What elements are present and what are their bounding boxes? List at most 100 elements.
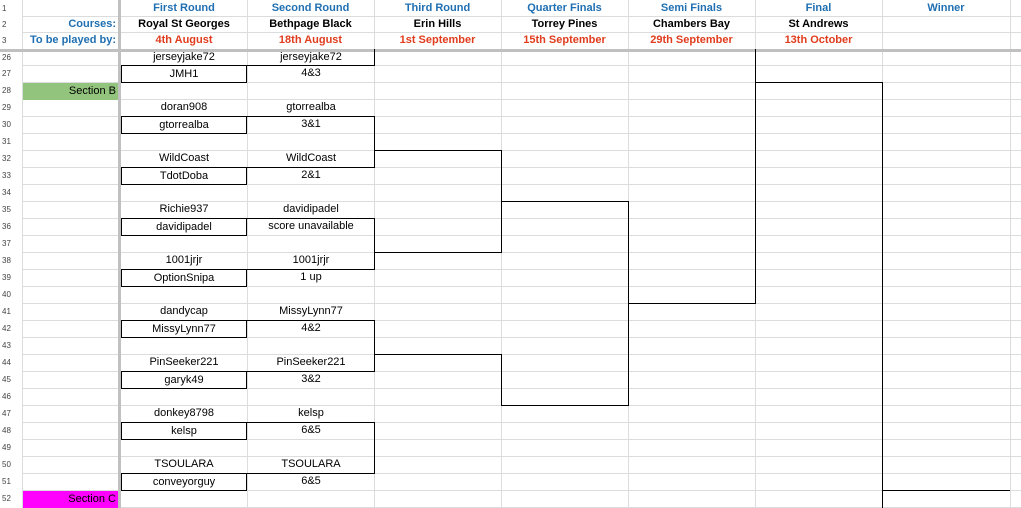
row-number[interactable]: 35: [2, 205, 11, 214]
first-round-player[interactable]: 1001jrjr: [165, 254, 203, 266]
section-b-label[interactable]: Section B: [23, 83, 118, 100]
row-number[interactable]: 28: [2, 86, 11, 95]
row-number[interactable]: 3: [2, 36, 7, 45]
second-round-winner[interactable]: 1001jrjr: [292, 254, 330, 266]
first-round-player[interactable]: OptionSnipa: [121, 269, 247, 287]
first-round-player[interactable]: garyk49: [121, 371, 247, 389]
row-number[interactable]: 40: [2, 290, 11, 299]
deadline-date[interactable]: 13th October: [784, 34, 853, 46]
round-header[interactable]: Winner: [927, 2, 965, 14]
first-round-player[interactable]: dandycap: [160, 305, 208, 317]
deadline-date[interactable]: 4th August: [155, 34, 213, 46]
second-round-winner[interactable]: TSOULARA: [281, 458, 341, 470]
row-number[interactable]: 39: [2, 273, 11, 282]
row-number[interactable]: 2: [2, 20, 7, 29]
row-number[interactable]: 52: [2, 494, 11, 503]
second-round-score[interactable]: 3&2: [301, 373, 321, 385]
first-round-player[interactable]: davidipadel: [121, 218, 247, 236]
deadline-date[interactable]: 18th August: [278, 34, 343, 46]
second-round-winner[interactable]: davidipadel: [283, 203, 339, 215]
course-name[interactable]: Erin Hills: [413, 18, 462, 30]
course-name[interactable]: Chambers Bay: [652, 18, 731, 30]
first-round-player[interactable]: MissyLynn77: [121, 320, 247, 338]
first-round-player[interactable]: Richie937: [159, 203, 209, 215]
row-number[interactable]: 51: [2, 477, 11, 486]
row-number[interactable]: 1: [2, 4, 7, 13]
second-round-winner[interactable]: kelsp: [298, 407, 324, 419]
bracket-line: [882, 490, 1010, 491]
row-number[interactable]: 31: [2, 137, 11, 146]
bracket-line: [628, 303, 756, 304]
courses-label[interactable]: Courses:: [68, 18, 116, 30]
row-number[interactable]: 36: [2, 222, 11, 231]
round-header[interactable]: First Round: [153, 2, 215, 14]
row-number[interactable]: 26: [2, 53, 11, 62]
first-round-player[interactable]: doran908: [160, 101, 208, 113]
second-round-score[interactable]: 1 up: [300, 271, 322, 283]
second-round-score[interactable]: score unavailable: [268, 220, 354, 232]
second-round-score[interactable]: 4&3: [301, 67, 321, 79]
row-number[interactable]: 42: [2, 324, 11, 333]
section-c-label[interactable]: Section C: [23, 491, 118, 508]
row-number[interactable]: 45: [2, 375, 11, 384]
row-number[interactable]: 37: [2, 239, 11, 248]
first-round-player[interactable]: TSOULARA: [154, 458, 214, 470]
round-header[interactable]: Semi Finals: [660, 2, 723, 14]
first-round-player[interactable]: JMH1: [121, 65, 247, 83]
second-round-score[interactable]: 3&1: [301, 118, 321, 130]
row-number[interactable]: 32: [2, 154, 11, 163]
course-name[interactable]: Royal St Georges: [138, 18, 230, 30]
freeze-pane-divider[interactable]: [118, 0, 121, 508]
row-number[interactable]: 49: [2, 443, 11, 452]
row-number[interactable]: 43: [2, 341, 11, 350]
second-round-score[interactable]: 6&5: [301, 475, 321, 487]
course-name[interactable]: Bethpage Black: [269, 18, 352, 30]
second-round-score[interactable]: 6&5: [301, 424, 321, 436]
first-round-player[interactable]: conveyorguy: [121, 473, 247, 491]
row-number[interactable]: 47: [2, 409, 11, 418]
second-round-score[interactable]: 4&2: [301, 322, 321, 334]
row-number[interactable]: 30: [2, 120, 11, 129]
deadline-date[interactable]: 29th September: [650, 34, 733, 46]
course-name[interactable]: Torrey Pines: [531, 18, 598, 30]
second-round-winner[interactable]: WildCoast: [285, 152, 337, 164]
round-header[interactable]: Third Round: [404, 2, 471, 14]
deadline-date[interactable]: 15th September: [523, 34, 606, 46]
first-round-player[interactable]: WildCoast: [158, 152, 210, 164]
row-number[interactable]: 33: [2, 171, 11, 180]
row-number[interactable]: 46: [2, 392, 11, 401]
row-number[interactable]: 27: [2, 69, 11, 78]
second-round-winner[interactable]: MissyLynn77: [279, 305, 343, 317]
row-number[interactable]: 48: [2, 426, 11, 435]
gridline: [0, 456, 1021, 457]
first-round-player[interactable]: PinSeeker221: [149, 356, 219, 368]
row-number[interactable]: 38: [2, 256, 11, 265]
row-number[interactable]: 50: [2, 460, 11, 469]
row-number[interactable]: 34: [2, 188, 11, 197]
first-round-player[interactable]: donkey8798: [154, 407, 214, 419]
first-round-player[interactable]: jerseyjake72: [153, 51, 215, 63]
round-header[interactable]: Final: [805, 2, 832, 14]
gridline: [0, 439, 1021, 440]
row-header-column[interactable]: 1 2 3 26 27 28 29 30 31 32 33 34 35 36 3…: [0, 0, 22, 508]
second-round-winner[interactable]: jerseyjake72: [280, 51, 342, 63]
second-round-winner[interactable]: PinSeeker221: [276, 356, 346, 368]
row-number[interactable]: 41: [2, 307, 11, 316]
gridline: [0, 269, 1021, 270]
first-round-player[interactable]: TdotDoba: [121, 167, 247, 185]
freeze-pane-divider[interactable]: [0, 49, 1021, 52]
deadline-date[interactable]: 1st September: [399, 34, 476, 46]
row-number[interactable]: 29: [2, 103, 11, 112]
first-round-player[interactable]: kelsp: [121, 422, 247, 440]
bracket-line: [247, 422, 375, 423]
second-round-winner[interactable]: gtorrealba: [286, 101, 336, 113]
bracket-line: [374, 354, 502, 355]
dates-label[interactable]: To be played by:: [30, 34, 116, 46]
first-round-player[interactable]: gtorrealba: [121, 116, 247, 134]
second-round-score[interactable]: 2&1: [301, 169, 321, 181]
round-header[interactable]: Second Round: [271, 2, 350, 14]
course-name[interactable]: St Andrews: [788, 18, 849, 30]
row-number[interactable]: 44: [2, 358, 11, 367]
round-header[interactable]: Quarter Finals: [527, 2, 602, 14]
